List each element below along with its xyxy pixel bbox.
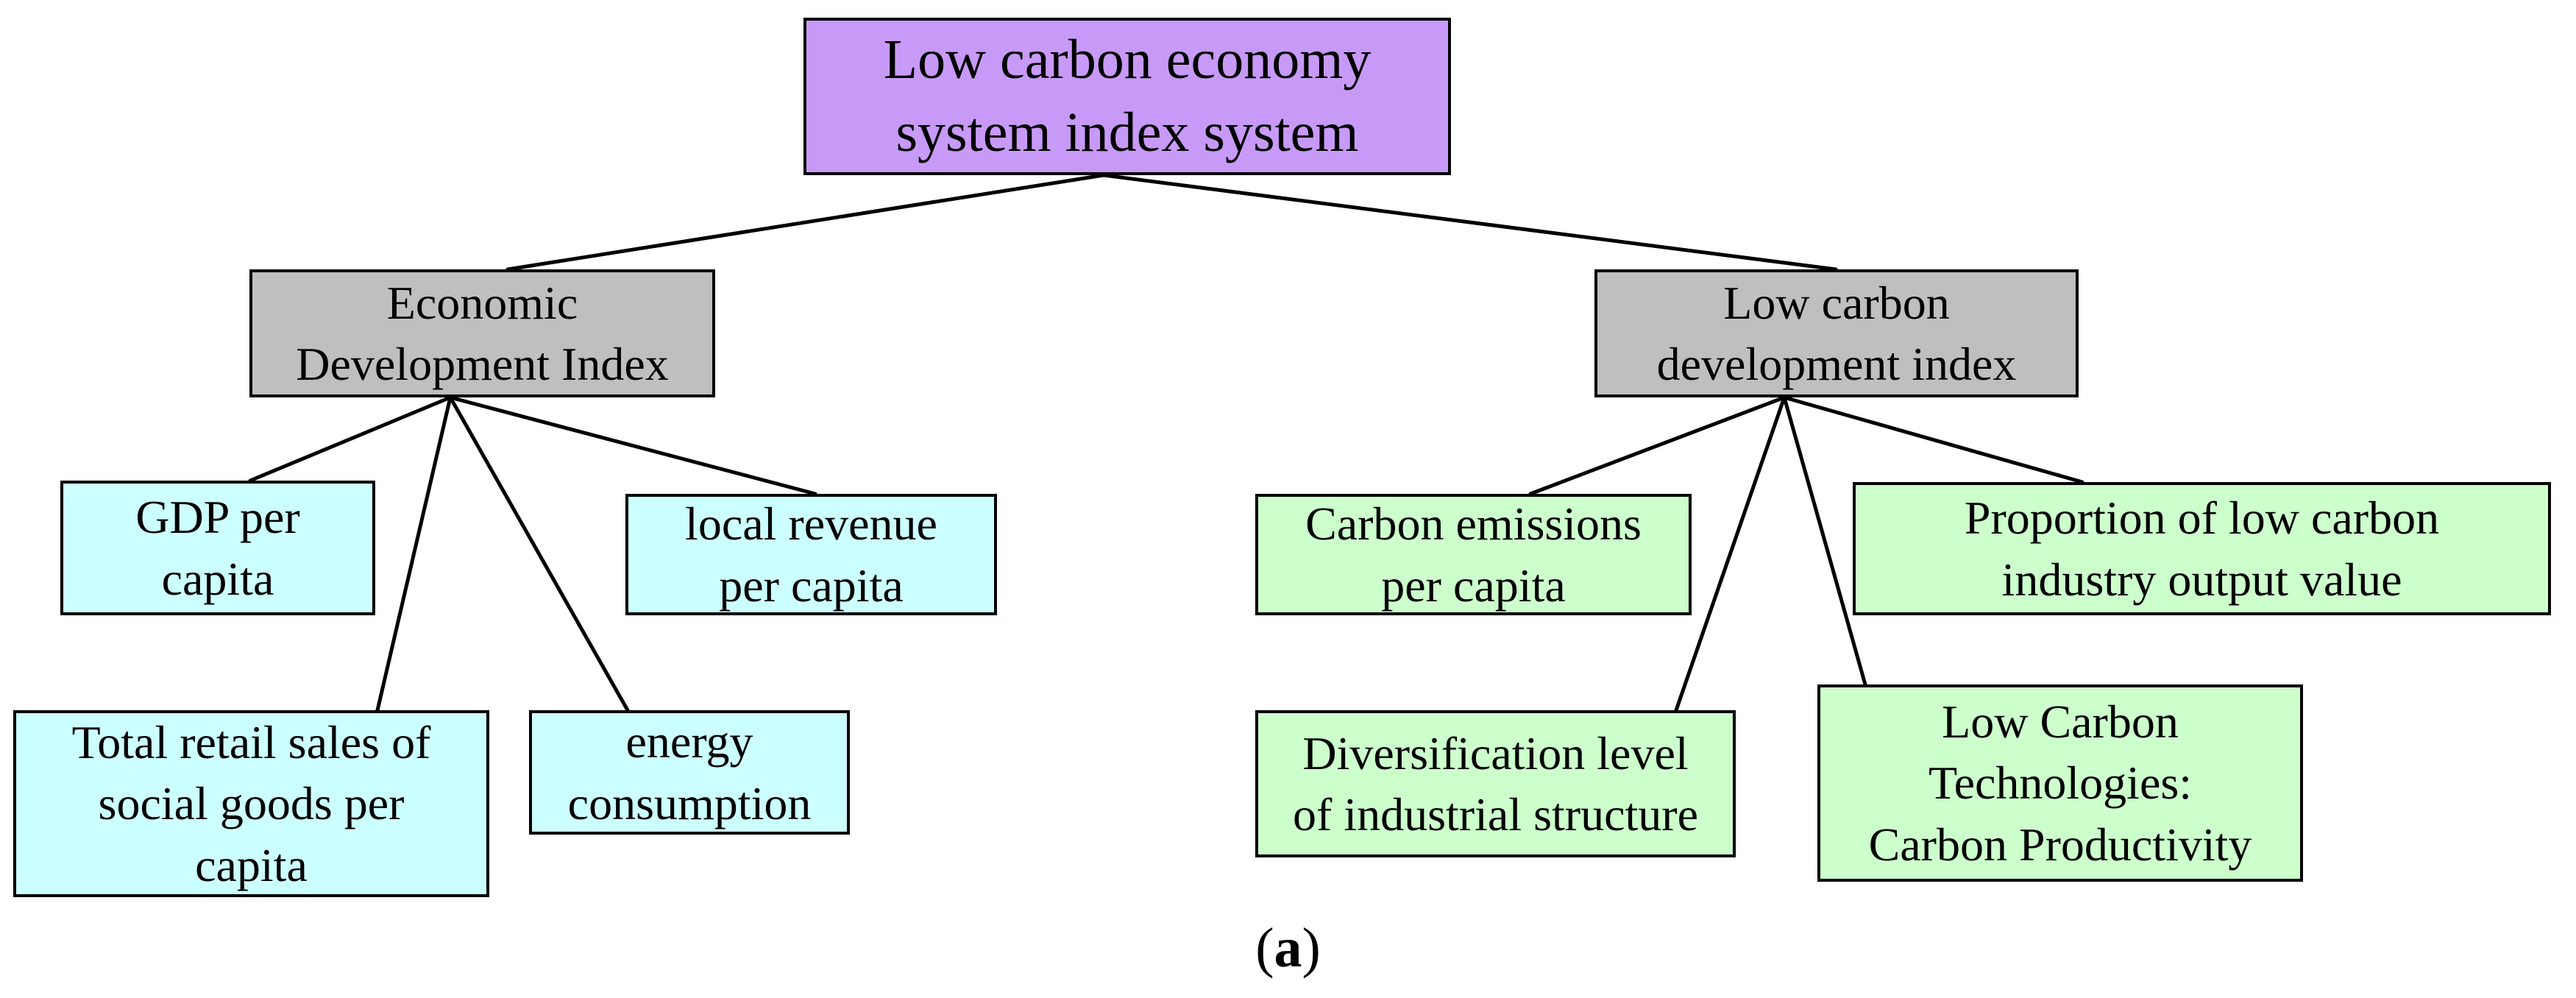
edge-economic-retail <box>375 395 453 712</box>
edge-economic-energy <box>448 395 630 712</box>
energy-consumption-node: energy consumption <box>529 710 850 835</box>
low-carbon-development-index-label: Low carbon development index <box>1656 276 2017 390</box>
root-node: Low carbon economy system index system <box>803 18 1451 175</box>
low-carbon-technologies-label: Low Carbon Technologies: Carbon Producti… <box>1868 696 2252 871</box>
figure-caption: (a) <box>0 920 2576 976</box>
diversification-level-node: Diversification level of industrial stru… <box>1255 710 1736 857</box>
economic-development-index-node: Economic Development Index <box>249 269 715 397</box>
caption-letter: a <box>1274 917 1302 979</box>
carbon-emissions-per-capita-node: Carbon emissions per capita <box>1255 494 1692 615</box>
diversification-level-label: Diversification level of industrial stru… <box>1293 726 1698 840</box>
proportion-low-carbon-output-label: Proportion of low carbon industry output… <box>1964 492 2440 606</box>
gdp-per-capita-node: GDP per capita <box>60 481 375 615</box>
edge-lowcarbon-technologies <box>1782 395 1867 687</box>
edge-root-economic <box>505 173 1106 272</box>
caption-open: ( <box>1255 917 1274 979</box>
caption-close: ) <box>1302 917 1321 979</box>
total-retail-sales-label: Total retail sales of social goods per c… <box>71 716 431 891</box>
edge-lowcarbon-proportion <box>1782 395 2084 484</box>
edge-economic-gdp <box>248 395 453 483</box>
edge-economic-revenue <box>448 395 817 496</box>
economic-development-index-label: Economic Development Index <box>296 276 669 390</box>
edge-lowcarbon-emissions <box>1528 395 1786 496</box>
total-retail-sales-node: Total retail sales of social goods per c… <box>13 710 489 897</box>
gdp-per-capita-label: GDP per capita <box>135 491 300 605</box>
energy-consumption-label: energy consumption <box>567 715 812 829</box>
low-carbon-development-index-node: Low carbon development index <box>1594 269 2079 397</box>
low-carbon-technologies-node: Low Carbon Technologies: Carbon Producti… <box>1817 684 2303 882</box>
proportion-low-carbon-output-node: Proportion of low carbon industry output… <box>1853 482 2551 615</box>
local-revenue-per-capita-label: local revenue per capita <box>685 498 937 612</box>
root-node-label: Low carbon economy system index system <box>883 29 1372 163</box>
local-revenue-per-capita-node: local revenue per capita <box>625 494 997 615</box>
carbon-emissions-per-capita-label: Carbon emissions per capita <box>1305 498 1642 612</box>
edge-lowcarbon-diversification <box>1674 395 1786 712</box>
edge-root-lowcarbon <box>1101 173 1838 272</box>
